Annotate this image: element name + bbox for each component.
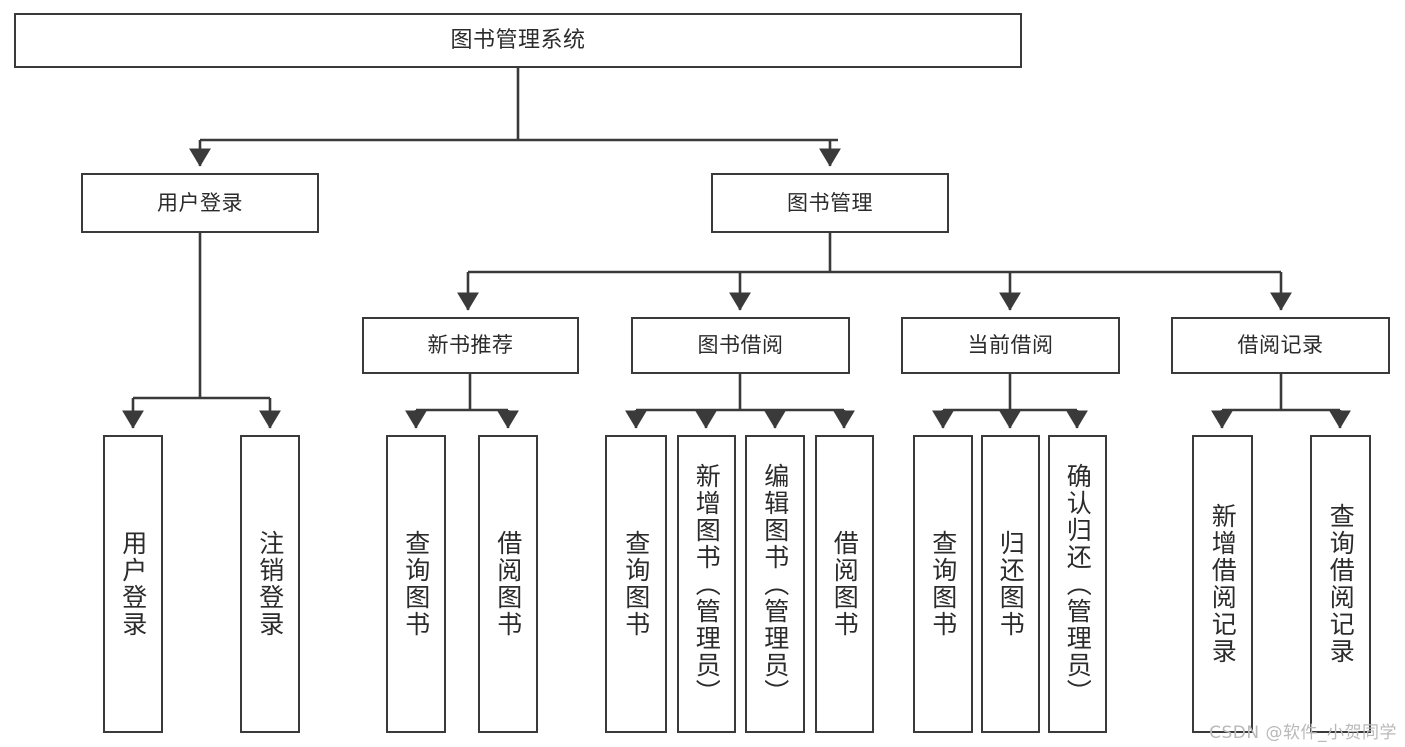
leaf-return-book[interactable]: 归还图书 xyxy=(981,435,1040,733)
leaf-confirm-return-admin-label: 确认归还（管理员） xyxy=(1063,462,1093,706)
leaf-query-book-new[interactable]: 查询图书 xyxy=(386,435,446,733)
leaf-query-borrow-record[interactable]: 查询借阅记录 xyxy=(1310,435,1371,733)
node-book-borrow-label: 图书借阅 xyxy=(697,333,784,358)
node-book-borrow[interactable]: 图书借阅 xyxy=(631,317,850,374)
node-root-label: 图书管理系统 xyxy=(450,27,586,53)
node-root[interactable]: 图书管理系统 xyxy=(14,13,1022,68)
leaf-edit-book-admin[interactable]: 编辑图书（管理员） xyxy=(745,435,805,733)
leaf-borrow-book-label: 借阅图书 xyxy=(830,530,860,638)
leaf-borrow-book-new[interactable]: 借阅图书 xyxy=(478,435,538,733)
leaf-return-book-label: 归还图书 xyxy=(996,530,1026,638)
leaf-borrow-book[interactable]: 借阅图书 xyxy=(815,435,874,733)
leaf-user-login[interactable]: 用户登录 xyxy=(103,435,163,733)
leaf-query-book-current[interactable]: 查询图书 xyxy=(913,435,973,733)
node-book-management-label: 图书管理 xyxy=(787,190,873,215)
leaf-edit-book-admin-label: 编辑图书（管理员） xyxy=(760,462,790,706)
leaf-confirm-return-admin[interactable]: 确认归还（管理员） xyxy=(1048,435,1107,733)
node-new-book-recommend-label: 新书推荐 xyxy=(427,333,514,358)
node-user-login[interactable]: 用户登录 xyxy=(81,173,319,233)
leaf-add-borrow-record[interactable]: 新增借阅记录 xyxy=(1192,435,1253,733)
leaf-user-login-label: 用户登录 xyxy=(118,530,148,638)
leaf-add-borrow-record-label: 新增借阅记录 xyxy=(1208,503,1238,665)
node-user-login-label: 用户登录 xyxy=(157,190,243,215)
leaf-query-book-current-label: 查询图书 xyxy=(928,530,958,638)
leaf-add-book-admin[interactable]: 新增图书（管理员） xyxy=(677,435,736,733)
node-borrow-record-label: 借阅记录 xyxy=(1237,333,1324,358)
leaf-query-book-borrow-label: 查询图书 xyxy=(621,530,651,638)
leaf-query-book-borrow[interactable]: 查询图书 xyxy=(605,435,667,733)
leaf-add-book-admin-label: 新增图书（管理员） xyxy=(692,462,722,706)
leaf-logout[interactable]: 注销登录 xyxy=(240,435,300,733)
node-new-book-recommend[interactable]: 新书推荐 xyxy=(362,317,579,374)
node-borrow-record[interactable]: 借阅记录 xyxy=(1171,317,1390,374)
node-current-borrow[interactable]: 当前借阅 xyxy=(901,317,1120,374)
node-current-borrow-label: 当前借阅 xyxy=(967,333,1054,358)
node-book-management[interactable]: 图书管理 xyxy=(711,173,949,233)
csdn-watermark: CSDN @软件_小贺同学 xyxy=(1209,723,1397,743)
leaf-query-borrow-record-label: 查询借阅记录 xyxy=(1326,503,1356,665)
leaf-borrow-book-new-label: 借阅图书 xyxy=(493,530,523,638)
leaf-query-book-new-label: 查询图书 xyxy=(401,530,431,638)
leaf-logout-label: 注销登录 xyxy=(255,530,285,638)
